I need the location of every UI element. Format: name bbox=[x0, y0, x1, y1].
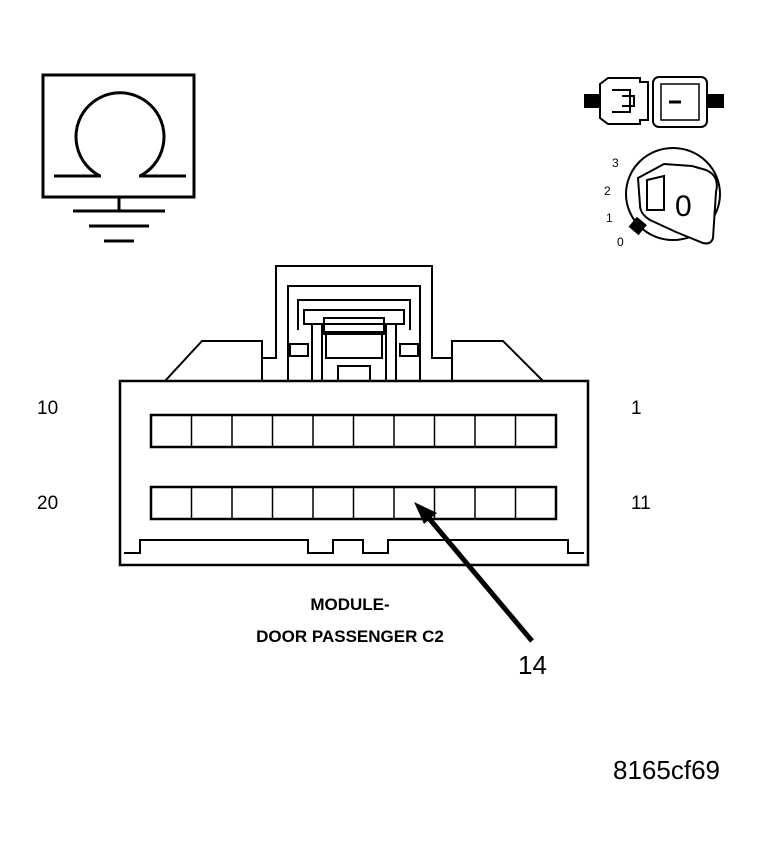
ground-icon bbox=[73, 197, 165, 243]
ignition-position-1: 1 bbox=[606, 211, 613, 225]
ignition-key-icon bbox=[625, 147, 721, 245]
pin-label-bottom-left: 20 bbox=[37, 493, 59, 514]
cavity-rows bbox=[149, 413, 558, 521]
connector-caption-line2: DOOR PASSENGER C2 bbox=[256, 627, 444, 646]
ignition-position-2: 2 bbox=[604, 184, 611, 198]
ignition-key-label: 0 bbox=[675, 190, 692, 223]
connector-housing bbox=[118, 265, 590, 567]
callout-number: 14 bbox=[518, 650, 547, 680]
pin-label-top-right: 1 bbox=[631, 398, 642, 419]
pin-label-bottom-right: 11 bbox=[631, 493, 651, 514]
connector-unplugged-icon bbox=[584, 76, 724, 128]
ignition-position-3: 3 bbox=[612, 156, 619, 170]
ignition-position-0: 0 bbox=[617, 235, 624, 249]
callout-arrow bbox=[414, 502, 534, 643]
figure-code: 8165cf69 bbox=[613, 755, 720, 785]
connector-caption-line1: MODULE- bbox=[310, 595, 390, 614]
ohmmeter-icon bbox=[41, 73, 196, 199]
pin-label-top-left: 10 bbox=[37, 398, 59, 419]
